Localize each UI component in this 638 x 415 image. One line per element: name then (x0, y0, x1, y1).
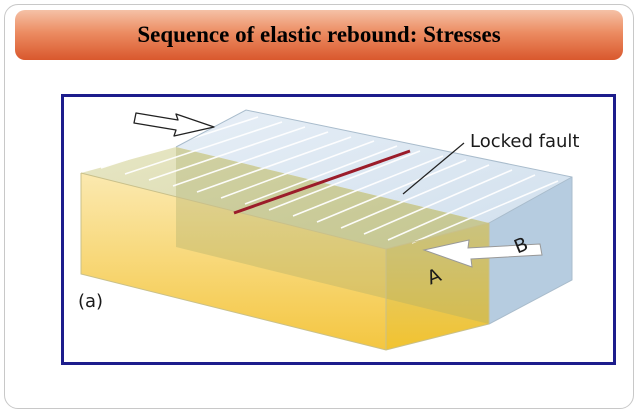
block-outlines (80, 172, 490, 351)
slide: Sequence of elastic rebound: Stresses (4, 4, 634, 409)
figure-frame: Locked fault A B (a) (61, 94, 616, 365)
locked-fault-label: Locked fault (470, 131, 580, 152)
strain-stripes (100, 116, 559, 244)
fault-block-diagram (80, 109, 573, 351)
stress-arrow-right-icon (422, 239, 543, 268)
locked-fault-line (233, 149, 411, 215)
stress-arrow-top-icon (133, 112, 215, 137)
title-bar: Sequence of elastic rebound: Stresses (15, 10, 623, 60)
panel-label: (a) (78, 291, 104, 312)
callout-leader (402, 142, 465, 195)
block-b-top (176, 110, 572, 223)
slide-title: Sequence of elastic rebound: Stresses (137, 22, 501, 47)
block-a-front (81, 173, 386, 350)
